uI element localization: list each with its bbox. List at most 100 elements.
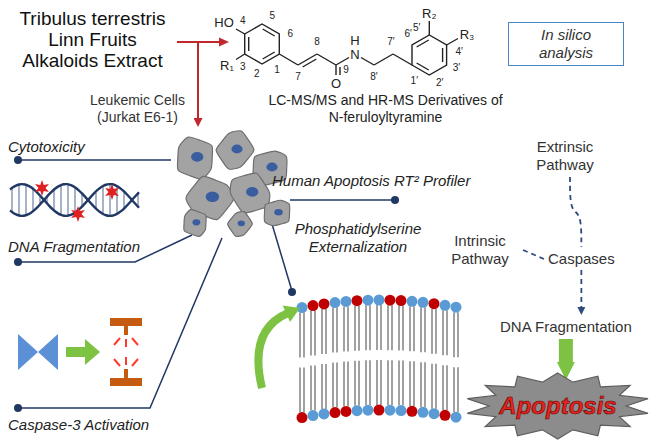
position-number: 5′	[413, 23, 420, 33]
connector	[570, 177, 581, 247]
lipid-tail	[325, 364, 327, 409]
dna-rung	[123, 191, 124, 208]
position-number: 3′	[453, 63, 460, 73]
chemical-structure	[236, 21, 458, 75]
lipid-head	[308, 300, 319, 311]
lipid-tail	[314, 311, 316, 356]
dna-rung	[102, 186, 103, 214]
position-number: 8′	[370, 72, 377, 82]
damage-mark	[35, 180, 49, 196]
lipid-tail	[332, 363, 334, 408]
flip-arrow	[258, 305, 300, 388]
lipid-head	[341, 406, 352, 417]
analysis-box: In silico analysis	[508, 22, 624, 66]
lipid-tail	[391, 305, 393, 350]
cell-nucleus	[191, 152, 203, 162]
lipid-tail	[431, 309, 433, 354]
lipid-head	[407, 406, 418, 417]
lipid-tail	[354, 361, 356, 406]
structure-arrow	[198, 41, 219, 43]
node-text: Caspases	[548, 250, 615, 268]
position-number: 1′	[411, 76, 418, 86]
lipid-tail	[358, 306, 360, 351]
lipid-tail	[387, 360, 389, 405]
damage-mark	[71, 206, 85, 222]
assay-label: Cytotoxicity	[8, 138, 85, 156]
lipid-head	[396, 405, 407, 416]
lipid-head	[440, 410, 451, 421]
apoptosis-burst: Apoptosis	[464, 372, 651, 440]
lipid-tail	[365, 305, 367, 350]
lipid-head	[352, 405, 363, 416]
lipid-tail	[303, 368, 305, 413]
leader-line	[18, 159, 171, 161]
lipid-tail	[442, 310, 444, 355]
lipid-head	[319, 408, 330, 419]
lipid-head	[352, 295, 363, 306]
phenol-ring	[245, 24, 280, 64]
lipid-tail	[336, 308, 338, 353]
lipid-tail	[310, 311, 312, 356]
lipid-head	[341, 296, 352, 307]
dna-rung	[60, 185, 61, 215]
connector	[523, 250, 544, 259]
lipid-head	[374, 405, 385, 416]
lipid-head	[297, 412, 308, 423]
lipid-head	[440, 300, 451, 311]
fragmentation-text: DNA Fragmentation	[500, 318, 632, 336]
atom-label: HO	[214, 16, 234, 29]
cell-body	[264, 200, 289, 225]
position-number: 3	[240, 62, 246, 72]
tyramine-ring	[412, 35, 447, 75]
dna-rung	[25, 185, 26, 216]
lipid-head	[363, 295, 374, 306]
lipid-head	[330, 297, 341, 308]
lipid-head	[297, 302, 308, 313]
dna-rung	[53, 190, 54, 211]
node-text: Intrinsic Pathway	[440, 232, 520, 268]
dna-rung	[67, 184, 68, 216]
atom-label: R₂	[422, 7, 436, 20]
lipid-tail	[435, 364, 437, 409]
lipid-tail	[376, 360, 378, 405]
cell-nucleus	[238, 220, 245, 226]
lipid-tail	[420, 362, 422, 407]
lipid-tail	[376, 305, 378, 350]
lipid-head	[385, 405, 396, 416]
lipid-tail	[299, 368, 301, 413]
cell-nucleus	[266, 163, 277, 172]
position-number: 6	[287, 29, 293, 39]
lipid-tail	[413, 306, 415, 351]
cell-nucleus	[192, 219, 200, 225]
cell-body	[184, 210, 206, 237]
lipid-tail	[343, 361, 345, 406]
position-number: 6′	[404, 29, 411, 39]
pathway-text: Intrinsic Pathway	[440, 232, 520, 268]
position-number: 7	[295, 72, 301, 82]
cell-nucleus	[274, 209, 282, 216]
lipid-tail	[369, 360, 371, 405]
connector	[580, 270, 582, 307]
dna-rung	[74, 187, 75, 213]
lipid-tail	[299, 313, 301, 358]
lipid-tail	[409, 361, 411, 406]
lipid-head	[418, 407, 429, 418]
position-number: 4	[240, 16, 246, 26]
node-text: Apoptosis	[499, 392, 616, 420]
cell-body	[230, 173, 269, 213]
cell-body	[228, 211, 253, 236]
membrane-bilayer	[297, 295, 462, 424]
lipid-tail	[398, 306, 400, 351]
lipid-head	[451, 302, 462, 313]
lipid-tail	[358, 361, 360, 406]
caspase-text: Caspases	[548, 250, 615, 268]
assay-label: DNA Fragmentation	[8, 238, 140, 256]
lipid-head	[319, 298, 330, 309]
lipid-tail	[321, 309, 323, 354]
caspase-icon	[18, 318, 142, 386]
lipid-tail	[332, 308, 334, 353]
lipid-head	[363, 405, 374, 416]
position-number: 2′	[436, 78, 443, 88]
structure-arrowhead	[219, 38, 229, 47]
lipid-tail	[435, 309, 437, 354]
